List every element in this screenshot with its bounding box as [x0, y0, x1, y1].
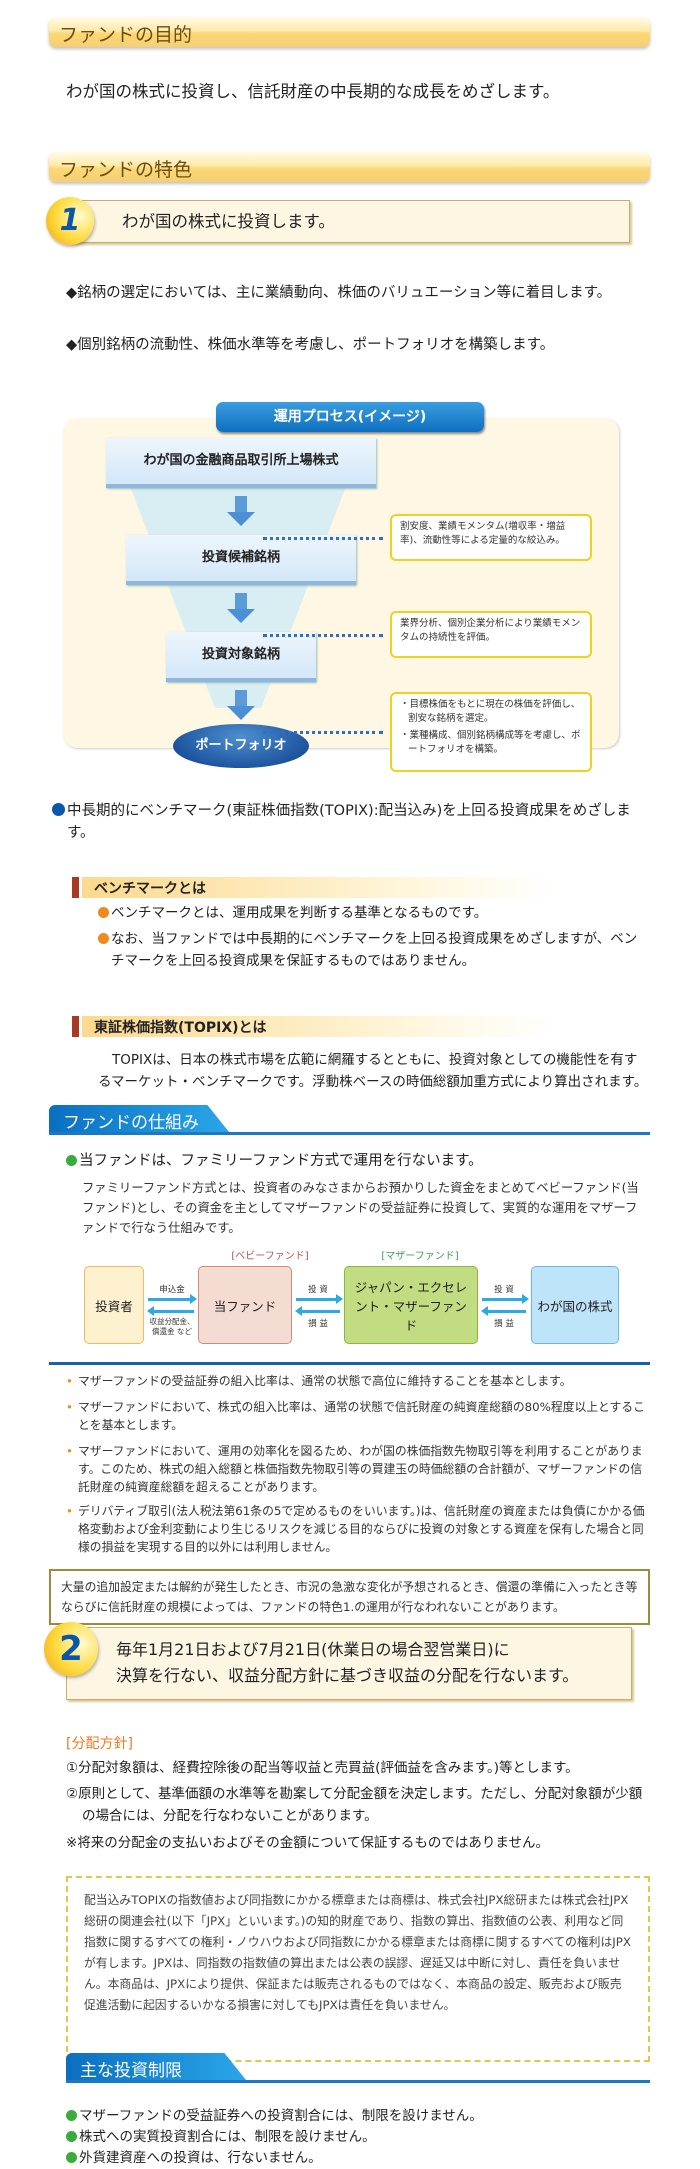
- process-note: 割安度、業績モメンタム(増収率・増益率)、流動性等による定量的な絞込み。: [390, 514, 592, 561]
- arrow-label: 損 益: [308, 1319, 328, 1329]
- feature2-box: [66, 1627, 632, 1700]
- bullet-icon: [66, 2152, 77, 2163]
- structure-header: ファンドの仕組み: [49, 1105, 650, 1135]
- topix-subheader: 東証株価指数(TOPIX)とは: [72, 1016, 552, 1037]
- feature2-title-line: 決算を行ない、収益分配方針に基づき収益の分配を行ないます。: [116, 1666, 579, 1685]
- structure-desc: ファミリーファンド方式とは、投資者のみなさまからお預かりした資金をまとめてベビー…: [82, 1181, 639, 1235]
- process-panel: わが国の金融商品取引所上場株式 投資候補銘柄 投資対象銘柄 ポートフォリオ: [63, 418, 619, 768]
- bm-text: ベンチマークとは、運用成果を判断する基準となるものです。: [111, 905, 488, 921]
- process-note: ・業種構成、個別銘柄構成等を考慮し、ポートフォリオを構築。: [400, 730, 581, 755]
- policy-item: ②原則として、基準価額の水準等を勘案して分配金額を決定します。ただし、分配対象額…: [66, 1786, 643, 1824]
- bullet-icon: [66, 2110, 77, 2121]
- bm-text: なお、当ファンドでは中長期的にベンチマークを上回る投資成果をめざしますが、ベンチ…: [111, 931, 638, 969]
- limit-text: 外貨建資産への投資は、行ないません。: [79, 2150, 322, 2166]
- bullet-icon: [98, 933, 109, 944]
- arrow-down-icon: [227, 706, 255, 720]
- arrow-right-icon: [482, 1294, 529, 1304]
- process-note: 業界分析、個別企業分析により業績モメンタムの持続性を評価。: [390, 611, 592, 658]
- limit-text: マザーファンドの受益証券への投資割合には、制限を設けません。: [79, 2108, 483, 2124]
- divider: [49, 1362, 650, 1365]
- policy-label: [分配方針]: [66, 1736, 133, 1752]
- bullet-icon: [98, 907, 109, 918]
- arrow-right-icon: [296, 1294, 343, 1304]
- structure-note: マザーファンドの受益証券の組入比率は、通常の状態で高位に維持することを基本としま…: [66, 1372, 646, 1390]
- dotted-arrow-icon: [263, 731, 383, 734]
- feature2-title: 毎年1月21日および7月21日(休業日の場合翌営業日)に決算を行ない、収益分配方…: [116, 1637, 578, 1689]
- feature1-title: わが国の株式に投資します。: [122, 212, 335, 231]
- process-step: 投資候補銘柄: [126, 535, 356, 585]
- caution-box: 大量の追加設定または解約が発生したとき、市況の急激な変化が予想されるとき、償還の…: [49, 1569, 650, 1625]
- limits-title: 主な投資制限: [66, 2053, 246, 2080]
- arrow-label: 投 資: [308, 1285, 328, 1295]
- structure-note: マザーファンドにおいて、運用の効率化を図るため、わが国の株価指数先物取引等を利用…: [66, 1442, 646, 1496]
- feature1-bullet: ◆銘柄の選定においては、主に業績動向、株価のバリュエーション等に着目します。: [66, 285, 612, 301]
- node-japan-stocks: わが国の株式: [531, 1266, 619, 1344]
- feature1-bullet: ◆個別銘柄の流動性、株価水準等を考慮し、ポートフォリオを構築します。: [66, 337, 555, 353]
- benchmark-text: 中長期的にベンチマーク(東証株価指数(TOPIX):配当込み)を上回る投資成果を…: [67, 803, 631, 841]
- jpx-disclaimer: 配当込みTOPIXの指数値および同指数にかかる標章または商標は、株式会社JPX総…: [66, 1876, 650, 2062]
- dotted-arrow-icon: [263, 537, 383, 540]
- arrow-label: 投 資: [494, 1285, 514, 1295]
- limit-item: 株式への実質投資割合には、制限を設けません。: [66, 2126, 376, 2148]
- purpose-header: ファンドの目的: [49, 17, 650, 47]
- bullet-icon: [66, 2131, 77, 2142]
- node-mother-fund: ジャパン・エクセレント・マザーファンド: [344, 1266, 478, 1344]
- arrow-label: 収益分配金、償還金 など: [149, 1317, 195, 1336]
- purpose-text: わが国の株式に投資し、信託財産の中長期的な成長をめざします。: [66, 82, 560, 101]
- structure-lead-text: 当ファンドは、ファミリーファンド方式で運用を行ないます。: [79, 1153, 483, 1169]
- structure-title: ファンドの仕組み: [49, 1105, 229, 1132]
- arrow-label: 損 益: [494, 1319, 514, 1329]
- limits-header: 主な投資制限: [66, 2053, 650, 2083]
- node-this-fund: 当ファンド: [198, 1266, 292, 1344]
- limit-text: 株式への実質投資割合には、制限を設けません。: [79, 2129, 376, 2145]
- arrow-right-icon: [148, 1294, 197, 1304]
- mother-fund-label: [マザーファンド]: [381, 1251, 459, 1262]
- process-note: ・目標株価をもとに現在の株価を評価し、割安な銘柄を選定。: [400, 699, 581, 724]
- topix-text: TOPIXは、日本の株式市場を広範に網羅するとともに、投資対象としての機能性を有…: [98, 1052, 648, 1090]
- process-note-box: ・目標株価をもとに現在の株価を評価し、割安な銘柄を選定。 ・業種構成、個別銘柄構…: [390, 692, 592, 772]
- policy-item: ①分配対象額は、経費控除後の配当等収益と売買益(評価益を含みます。)等とします。: [66, 1760, 579, 1776]
- bullet-icon: [52, 803, 65, 816]
- process-title: 運用プロセス(イメージ): [216, 402, 484, 432]
- structure-note: デリバティブ取引(法人税法第61条の5で定めるものをいいます。)は、信託財産の資…: [66, 1502, 646, 1556]
- arrow-down-icon: [227, 609, 255, 623]
- structure-lead: 当ファンドは、ファミリーファンド方式で運用を行ないます。: [66, 1150, 483, 1172]
- bm-bullet: なお、当ファンドでは中長期的にベンチマークを上回る投資成果をめざしますが、ベンチ…: [98, 928, 650, 972]
- structure-note: マザーファンドにおいて、株式の組入比率は、通常の状態で信託財産の純資産総額の80…: [66, 1398, 646, 1434]
- dotted-arrow-icon: [263, 634, 383, 637]
- process-step: 投資対象銘柄: [166, 632, 316, 682]
- benchmark-subheader: ベンチマークとは: [72, 877, 552, 898]
- benchmark-bullet: 中長期的にベンチマーク(東証株価指数(TOPIX):配当込み)を上回る投資成果を…: [52, 800, 642, 844]
- arrow-down-icon: [227, 512, 255, 526]
- baby-fund-label: [ベビーファンド]: [231, 1251, 309, 1262]
- arrow-left-icon: [481, 1306, 526, 1316]
- limit-item: マザーファンドの受益証券への投資割合には、制限を設けません。: [66, 2105, 483, 2127]
- arrow-left-icon: [147, 1306, 194, 1316]
- feature1-box: [70, 200, 630, 243]
- feature1-number: 1: [46, 197, 94, 245]
- feature2-title-line: 毎年1月21日および7月21日(休業日の場合翌営業日)に: [116, 1640, 510, 1659]
- bullet-icon: [66, 1155, 77, 1166]
- process-step: わが国の金融商品取引所上場株式: [106, 438, 376, 488]
- features-header: ファンドの特色: [49, 152, 650, 182]
- bm-bullet: ベンチマークとは、運用成果を判断する基準となるものです。: [98, 902, 648, 924]
- limit-item: 外貨建資産への投資は、行ないません。: [66, 2147, 322, 2169]
- arrow-left-icon: [295, 1306, 340, 1316]
- arrow-label: 申込金: [159, 1285, 185, 1295]
- policy-note: ※将来の分配金の支払いおよびその金額について保証するものではありません。: [66, 1835, 550, 1851]
- feature2-number: 2: [44, 1622, 98, 1676]
- node-investor: 投資者: [84, 1266, 144, 1344]
